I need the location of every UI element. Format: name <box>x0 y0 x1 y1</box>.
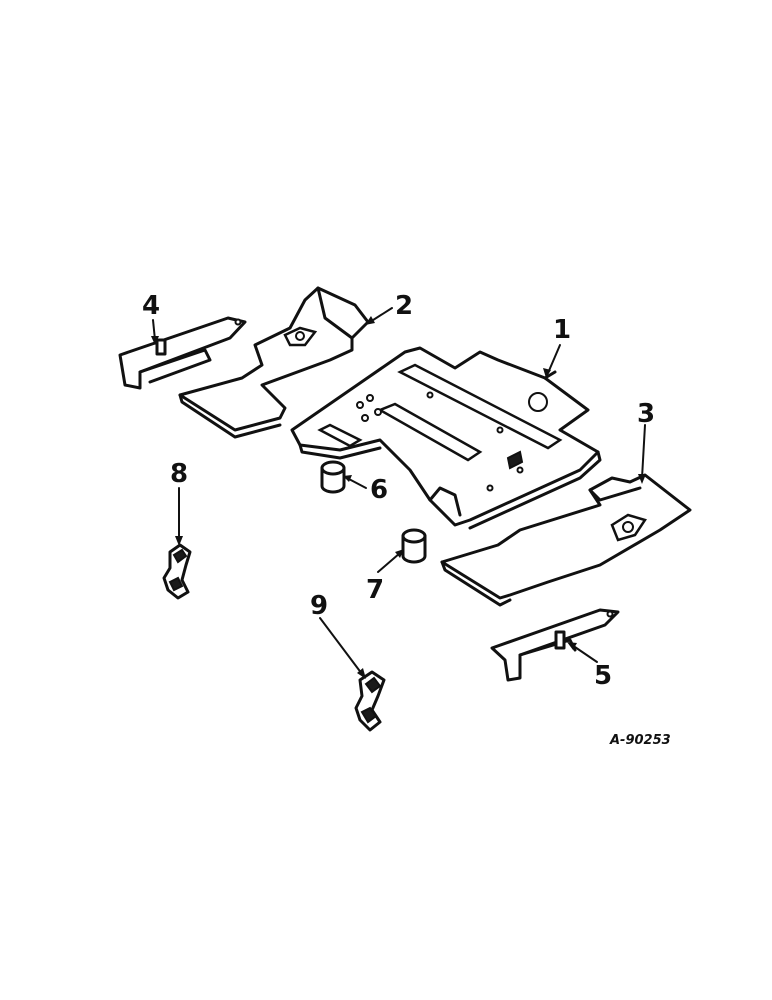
reference-code: A-90253 <box>609 733 671 748</box>
part-6-bushing <box>320 460 346 494</box>
callout-3: 3 <box>637 399 655 429</box>
part-4-left-bracket <box>118 316 247 390</box>
callout-9: 9 <box>310 591 328 621</box>
callout-8: 8 <box>170 459 188 489</box>
callout-4: 4 <box>142 291 160 321</box>
callout-2: 2 <box>395 291 413 321</box>
part-1-main-platform <box>290 346 602 530</box>
part-9-hinge <box>354 670 386 732</box>
part-2-left-plate <box>178 286 370 439</box>
part-7-bushing <box>401 528 427 564</box>
callout-7: 7 <box>366 575 384 605</box>
part-8-hinge <box>162 543 192 600</box>
callout-leaders <box>151 307 646 679</box>
callout-1: 1 <box>553 315 571 345</box>
callout-5: 5 <box>594 661 612 691</box>
callout-6: 6 <box>370 475 388 505</box>
